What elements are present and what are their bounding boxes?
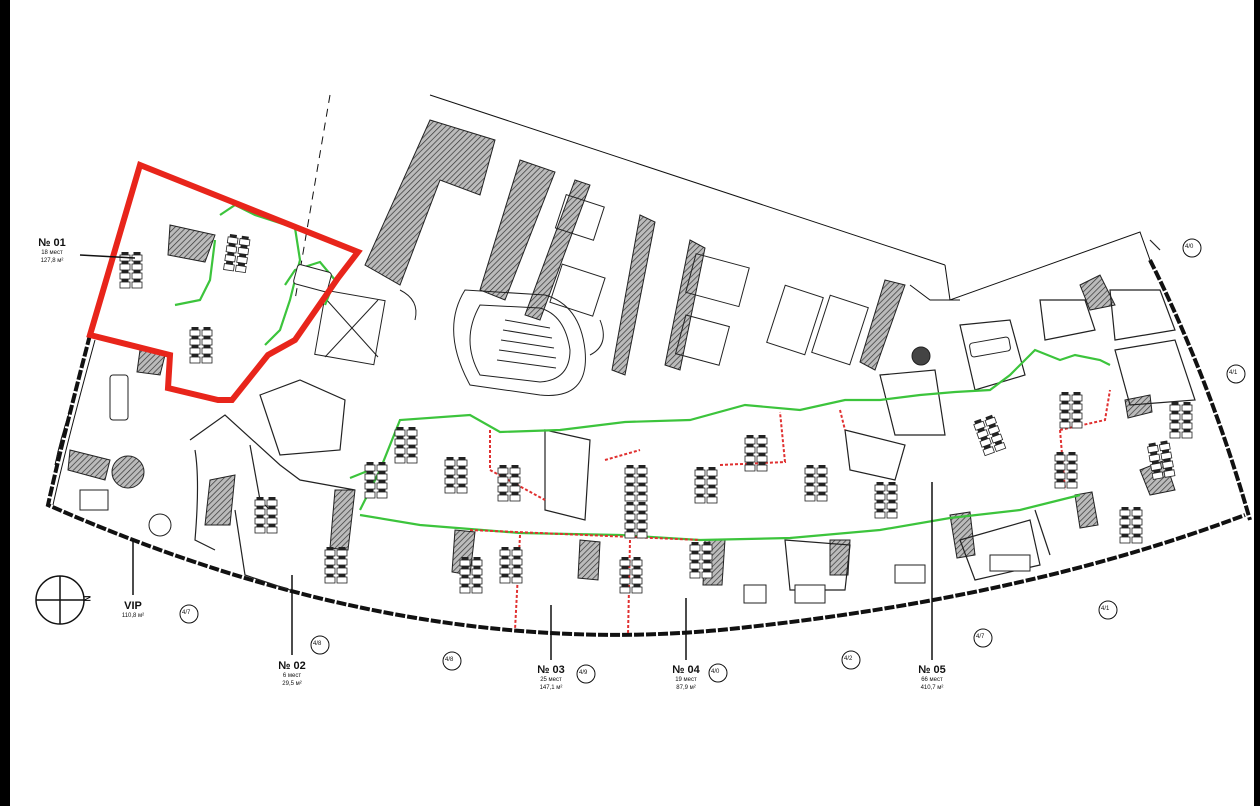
zone-seats: 6 мест (282, 673, 302, 679)
zone-seats: 18 мест (41, 250, 63, 256)
zone-area: 410,7 м² (920, 685, 944, 691)
building-core (67, 119, 1176, 586)
axis-label: 4/1 (1101, 606, 1110, 612)
axis-label: 4/7 (182, 610, 191, 616)
zone-area: 110,8 м² (121, 613, 145, 619)
zone-02-label[interactable]: № 02 6 мест 29,5 м² (262, 660, 322, 688)
axis-label: 4/1 (1229, 370, 1238, 376)
zone-area: 127,8 м² (40, 258, 64, 264)
axis-markers (179, 238, 1246, 684)
desk-clusters (120, 234, 1192, 593)
axis-label: 4/9 (579, 670, 588, 676)
zone-01-label[interactable]: № 01 18 мест 127,8 м² (22, 237, 82, 265)
left-frame-band (0, 0, 10, 806)
compass-north-letter: N (82, 595, 92, 602)
zone-area: 87,9 м² (676, 685, 696, 691)
zone-04-label[interactable]: № 04 19 мест 87,9 м² (656, 664, 716, 692)
zone-seats: 66 мест (921, 677, 943, 683)
zone-seats: 25 мест (540, 677, 562, 683)
axis-label: 4/0 (1185, 244, 1194, 250)
right-frame-band (1254, 0, 1260, 806)
room-walls (189, 239, 1196, 591)
zone-01-highlight (86, 160, 363, 403)
zone-code: № 01 (38, 237, 66, 249)
axis-label: 4/2 (844, 656, 853, 662)
axis-label: 4/8 (313, 641, 322, 647)
zone-05-label[interactable]: № 05 66 мест 410,7 м² (902, 664, 962, 692)
partition-lines (469, 389, 1111, 636)
zone-code: № 02 (278, 660, 306, 672)
zone-03-label[interactable]: № 03 25 мест 147,1 м² (521, 664, 581, 692)
zone-area: 147,1 м² (539, 685, 563, 691)
zone-code: VIP (124, 600, 142, 612)
zone-seats: 19 мест (675, 677, 697, 683)
zone-code: № 03 (537, 664, 565, 676)
meeting-tables (79, 264, 1031, 604)
axis-label: 4/8 (445, 657, 454, 663)
compass (35, 575, 85, 625)
zone-code: № 05 (918, 664, 946, 676)
axis-label: 4/7 (976, 634, 985, 640)
axis-label: 4/0 (711, 669, 720, 675)
zone-code: № 04 (672, 664, 700, 676)
leader-lines (79, 254, 933, 660)
zone-vip-label[interactable]: VIP 110,8 м² (103, 600, 163, 620)
zone-area: 29,5 м² (282, 681, 302, 687)
outer-facade (45, 94, 1252, 637)
stair-core (314, 194, 869, 396)
